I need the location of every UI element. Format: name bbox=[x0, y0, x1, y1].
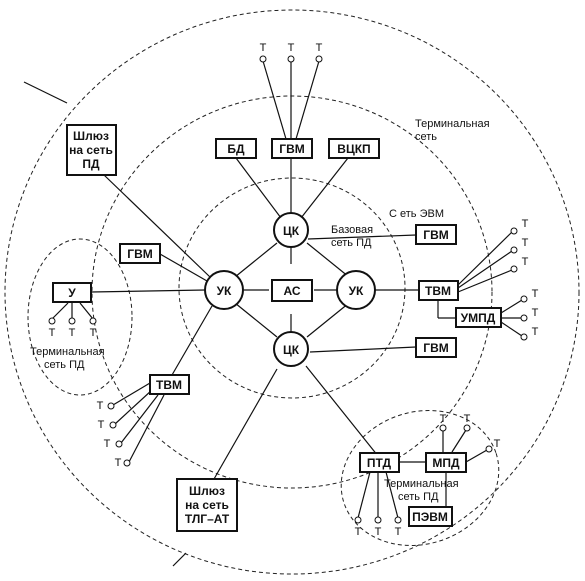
host-left-label: ГВМ bbox=[127, 247, 152, 261]
concentrator-right-label: УК bbox=[349, 284, 364, 298]
switch-center-top-label: ЦК bbox=[283, 224, 300, 238]
host-box-right-upper: ГВМ bbox=[415, 224, 457, 245]
concentrator-right: УК bbox=[336, 270, 376, 310]
terminal-host-box-left: ТВМ bbox=[149, 374, 190, 395]
base-network-ring bbox=[178, 177, 406, 399]
left-terminal-network-label-1: Терминальная bbox=[30, 346, 105, 358]
host-right-upper-label: ГВМ bbox=[423, 228, 448, 242]
user-device-label: У bbox=[68, 286, 76, 300]
user-device-box: У bbox=[52, 282, 92, 303]
terminal-label-15: Т bbox=[104, 438, 111, 450]
mpd-label: МПД bbox=[432, 456, 460, 470]
terminal-label-7: Т bbox=[522, 218, 529, 230]
multiplexer-box: УМПД bbox=[455, 307, 502, 328]
host-top-label: ГВМ bbox=[279, 142, 304, 156]
db-label: БД bbox=[227, 142, 245, 156]
gateway-pd-box: Шлюз на сеть ПД bbox=[66, 124, 117, 176]
host-box-top: ГВМ bbox=[271, 138, 313, 159]
gateway-tlg-line-1: Шлюз bbox=[189, 484, 225, 498]
bottom-terminal-network-label-2: сеть ПД bbox=[398, 491, 439, 503]
switch-center-bottom: ЦК bbox=[273, 331, 309, 367]
outer-terminal-network-label-1: Терминальная bbox=[415, 118, 490, 130]
terminal-label-8: Т bbox=[522, 237, 529, 249]
terminal-label-12: Т bbox=[532, 326, 539, 338]
gateway-tlg-line-2: на сеть bbox=[185, 498, 229, 512]
gateway-pd-line-2: на сеть bbox=[69, 143, 113, 157]
outer-terminal-network-label-2: сеть bbox=[415, 131, 437, 143]
gateway-pd-line-3: ПД bbox=[82, 157, 100, 171]
terminal-host-right-label: ТВМ bbox=[425, 284, 451, 298]
ptd-label: ПТД bbox=[367, 456, 392, 470]
switch-center-top: ЦК bbox=[273, 212, 309, 248]
host-right-lower-label: ГВМ bbox=[423, 341, 448, 355]
terminal-network-ring bbox=[91, 95, 493, 489]
arrow-links bbox=[23, 81, 339, 567]
connection-lines bbox=[90, 60, 456, 463]
gateway-tlg-line-3: ТЛГ–АТ bbox=[185, 512, 230, 526]
pevm-label: ПЭВМ bbox=[412, 510, 448, 524]
host-box-left: ГВМ bbox=[119, 243, 161, 264]
bottom-terminal-network-label-1: Терминальная bbox=[384, 478, 459, 490]
computer-network-label: С еть ЭВМ bbox=[389, 208, 444, 220]
concentrator-left: УК bbox=[204, 270, 244, 310]
terminal-label-14: Т bbox=[98, 419, 105, 431]
terminal-label-17: Т bbox=[355, 526, 362, 538]
terminal-label-21: Т bbox=[464, 413, 471, 425]
terminal-label-5: Т bbox=[69, 327, 76, 339]
computing-center-label: ВЦКП bbox=[337, 142, 370, 156]
terminal-host-box-right: ТВМ bbox=[418, 280, 459, 301]
terminal-label-20: Т bbox=[440, 413, 447, 425]
computing-center-box: ВЦКП bbox=[328, 138, 380, 159]
terminal-label-3: Т bbox=[316, 42, 323, 54]
ptd-box: ПТД bbox=[359, 452, 400, 473]
base-network-label-1: Базовая bbox=[331, 224, 373, 236]
terminal-host-left-label: ТВМ bbox=[156, 378, 182, 392]
terminal-label-4: Т bbox=[49, 327, 56, 339]
pevm-box: ПЭВМ bbox=[408, 506, 453, 527]
terminal-label-6: Т bbox=[90, 327, 97, 339]
bottom-right-terminal-network-ring bbox=[340, 410, 500, 546]
terminal-label-16: Т bbox=[115, 457, 122, 469]
terminal-label-11: Т bbox=[532, 307, 539, 319]
concentrator-left-label: УК bbox=[217, 284, 232, 298]
mpd-box: МПД bbox=[425, 452, 467, 473]
terminal-label-18: Т bbox=[375, 526, 382, 538]
terminal-label-13: Т bbox=[97, 400, 104, 412]
center-node-label: АС bbox=[283, 284, 300, 298]
terminal-label-1: Т bbox=[260, 42, 267, 54]
gateway-pd-line-1: Шлюз bbox=[73, 129, 109, 143]
db-box: БД bbox=[215, 138, 257, 159]
left-terminal-network-ring bbox=[27, 238, 133, 396]
left-terminal-network-label-2: сеть ПД bbox=[44, 359, 85, 371]
gateway-tlg-box: Шлюз на сеть ТЛГ–АТ bbox=[176, 478, 238, 532]
terminal-label-19: Т bbox=[395, 526, 402, 538]
switch-center-bottom-label: ЦК bbox=[283, 343, 300, 357]
terminal-connections bbox=[48, 55, 528, 524]
multiplexer-label: УМПД bbox=[461, 311, 496, 325]
center-node: АС bbox=[271, 279, 313, 302]
outer-network-ring bbox=[4, 9, 580, 575]
terminal-label-9: Т bbox=[522, 256, 529, 268]
host-box-right-lower: ГВМ bbox=[415, 337, 457, 358]
terminal-label-22: Т bbox=[494, 438, 501, 450]
base-network-label-2: сеть ПД bbox=[331, 237, 372, 249]
terminal-label-10: Т bbox=[532, 288, 539, 300]
terminal-label-2: Т bbox=[288, 42, 295, 54]
